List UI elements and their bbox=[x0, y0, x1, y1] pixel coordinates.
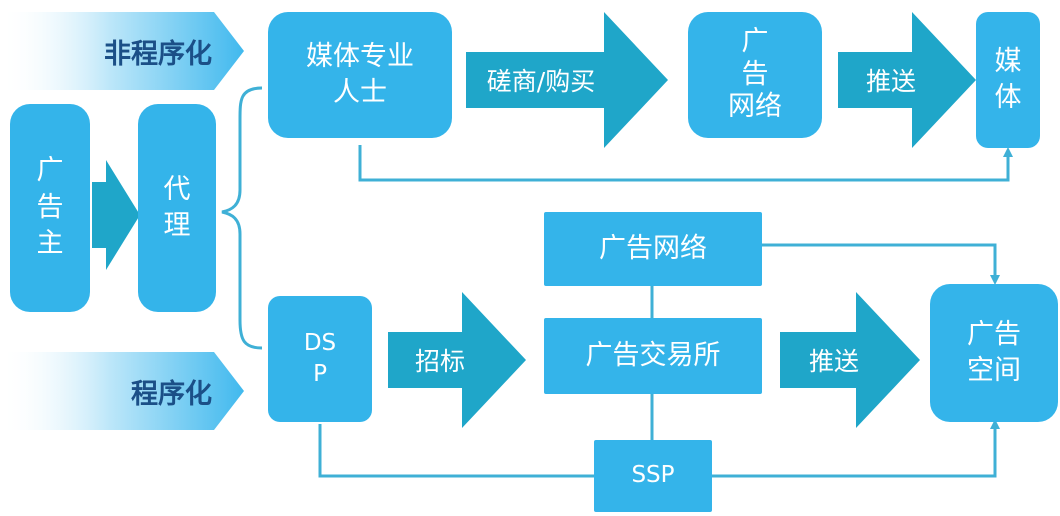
bid-label: 招标 bbox=[414, 347, 465, 376]
advertiser-node: 广 告 主 bbox=[10, 104, 90, 312]
push-top-label: 推送 bbox=[865, 67, 916, 96]
line-media-pro-to-media bbox=[358, 145, 1013, 182]
advertiser-to-agency-arrow bbox=[92, 160, 140, 270]
dsp-node: DS P bbox=[268, 296, 372, 422]
ad-network-top-node: 广 告 网络 bbox=[688, 12, 822, 138]
bid-arrow bbox=[388, 292, 526, 428]
push-top-arrow bbox=[838, 12, 976, 148]
agency-node: 代 理 bbox=[138, 104, 216, 312]
media-professional-node: 媒体专业 人士 bbox=[268, 12, 452, 138]
line-dsp-to-ssp bbox=[318, 424, 594, 478]
non-programmatic-tag-shape bbox=[0, 12, 244, 90]
ad-space-node: 广告 空间 bbox=[930, 284, 1058, 422]
ad-exchange-node: 广告交易所 bbox=[544, 318, 762, 394]
ssp-node: SSP bbox=[594, 440, 712, 512]
push-bottom-arrow bbox=[780, 292, 920, 428]
line-adnet-to-adspace bbox=[762, 243, 1000, 285]
non-programmatic-label: 非程序化 bbox=[104, 38, 212, 70]
push-bottom-label: 推送 bbox=[808, 347, 859, 376]
line-ssp-to-adspace bbox=[712, 419, 1000, 478]
brace bbox=[221, 86, 263, 350]
negotiate-buy-label: 磋商/购买 bbox=[486, 67, 596, 96]
programmatic-tag-shape bbox=[0, 352, 244, 430]
media-node: 媒 体 bbox=[976, 12, 1040, 148]
programmatic-label: 程序化 bbox=[131, 378, 212, 410]
ad-network-bottom-node: 广告网络 bbox=[544, 212, 762, 286]
negotiate-buy-arrow bbox=[466, 12, 668, 148]
